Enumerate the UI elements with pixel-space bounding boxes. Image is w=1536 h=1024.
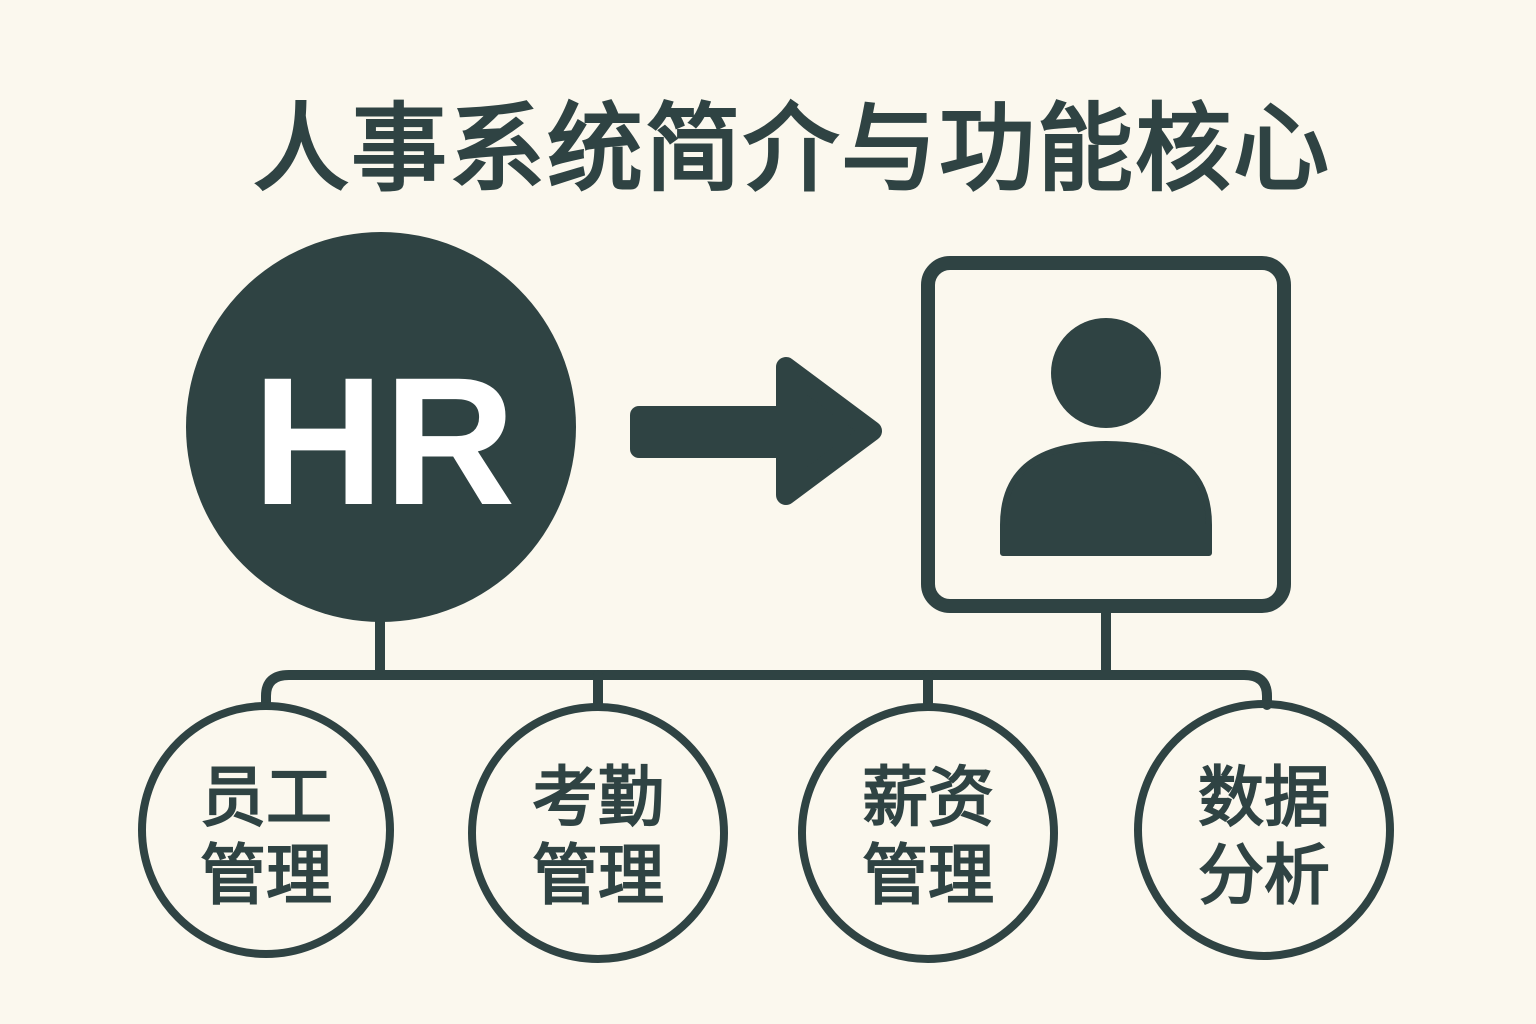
hr-badge-label: HR (253, 339, 516, 543)
module-node-label-line2: 管理 (532, 837, 664, 914)
user-icon (1000, 318, 1212, 556)
arrow-shaft (630, 406, 802, 458)
module-node-label-line1: 员工 (200, 759, 332, 836)
module-node-salary: 薪资 管理 (798, 703, 1058, 963)
module-node-circle (468, 703, 728, 963)
module-node-circle (138, 702, 394, 958)
hr-badge-circle (186, 232, 576, 622)
module-node-label-line2: 管理 (200, 837, 332, 914)
module-node-circle (1134, 700, 1394, 960)
module-node-circle (798, 703, 1058, 963)
branch-bus (261, 670, 1272, 710)
user-icon-head (1051, 318, 1161, 428)
user-card-frame (921, 256, 1291, 613)
module-node-label-line1: 薪资 (862, 759, 994, 836)
connector-lines (261, 605, 1272, 710)
module-node-label-line1: 数据 (1198, 759, 1330, 836)
user-icon-body (1000, 441, 1212, 556)
page-title: 人事系统简介与功能核心 (253, 93, 1331, 205)
module-node-employee: 员工 管理 (138, 702, 394, 958)
module-node-data-analysis: 数据 分析 (1134, 700, 1394, 960)
arrow-right-icon (630, 357, 882, 505)
hr-badge: HR (186, 232, 576, 622)
user-card (921, 256, 1291, 613)
module-node-label-line2: 分析 (1198, 837, 1330, 914)
arrow-head (776, 357, 882, 505)
module-node-attendance: 考勤 管理 (468, 703, 728, 963)
module-node-label-line1: 考勤 (532, 759, 664, 836)
module-node-label-line2: 管理 (862, 837, 994, 914)
